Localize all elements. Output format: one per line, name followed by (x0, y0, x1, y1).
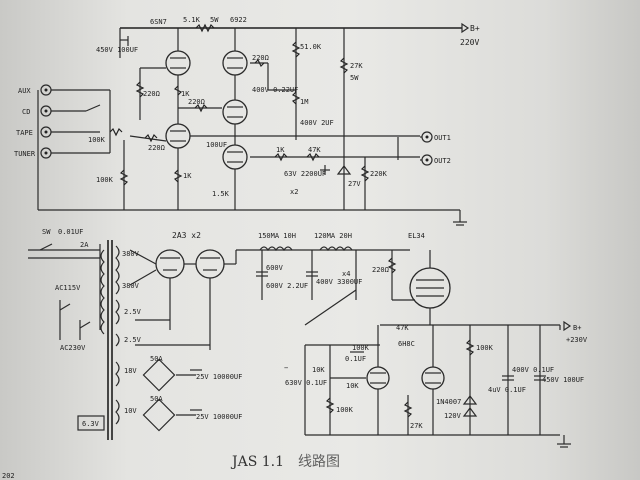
bias-label: − (284, 364, 288, 372)
cap-x2: x2 (290, 188, 298, 196)
resistor-47k: 47K (308, 146, 321, 154)
winding-6-3-box (77, 415, 105, 431)
hv-cap1-v: 600V (266, 264, 284, 272)
power-transformer (100, 240, 120, 440)
input-label-tape: TAPE (16, 129, 33, 137)
cap-c-label: 0.1UF (345, 355, 366, 363)
switch-cap-label: 0.01UF (58, 228, 83, 236)
rectifier-tube-2 (195, 249, 225, 279)
cap-in-label: 630V 0.1UF (285, 379, 327, 387)
resistor-1m: 1M (300, 98, 308, 106)
volume-pot-label: 100K (88, 136, 106, 144)
resistor-220d: 220Ω (148, 144, 165, 152)
cap-top-label: 450V 100UF (96, 46, 138, 54)
resistor-100k: 100K (96, 176, 114, 184)
winding-2-5b: 2.5V (124, 336, 142, 344)
cap450-label: 450V 100UF (542, 376, 584, 384)
driver-triode-1 (366, 366, 390, 390)
r10k-label-2: 10K (346, 382, 359, 390)
winding-2-5a: 2.5V (124, 308, 142, 316)
filter-cap-1: 25V 10000UF (196, 373, 242, 381)
r10k-label: 10K (312, 366, 325, 374)
mains-label-230: AC230V (60, 344, 86, 352)
resistor-220k: 220K (370, 170, 388, 178)
resistor-27k-top: 27K (350, 62, 363, 70)
diagram-title-suffix: 线路图 (298, 454, 340, 470)
preamp-rail-label: B+ (470, 24, 480, 33)
resistor-220a: 220Ω (143, 90, 160, 98)
resistor-1k-b: 1K (183, 172, 192, 180)
filter-resistor-label: 5.1K (183, 16, 201, 24)
input-label-cd: CD (22, 108, 30, 116)
preamp-section: B+ 220V 6SN7 5.1K 5W 6922 450V 100UF (14, 16, 480, 226)
hv-cap1-label: 600V 2.2UF (266, 282, 308, 290)
output-label-out1: OUT1 (434, 134, 451, 142)
fuse-label: 2A (80, 241, 89, 249)
choke1-label: 150MA 10H (258, 232, 296, 240)
corner-text: 202 (2, 472, 15, 480)
preamp-rail-voltage: 220V (460, 38, 479, 47)
diagram-title: JAS 1.1 (230, 454, 284, 470)
r100k-label-a: 100K (352, 344, 370, 352)
winding-380a: 380V (122, 250, 140, 258)
triode-v2b (222, 99, 248, 125)
input-jacks (40, 84, 111, 159)
bridge-1-label: 50A (150, 355, 163, 363)
hv-cap2-label: 400V 3300UF (316, 278, 362, 286)
r47k-label: 47K (396, 324, 409, 332)
resistor-51k: 51.0K (300, 43, 322, 51)
winding-18v: 18V (124, 367, 137, 375)
input-label-tuner: TUNER (14, 150, 36, 158)
choke2-label: 120MA 20H (314, 232, 352, 240)
resistor-1k-a: 1K (181, 90, 190, 98)
cap400-label: 400V 0.1UF (512, 366, 554, 374)
driver-triode-2 (421, 366, 445, 390)
rectifier-label: 2A3 x2 (172, 231, 201, 240)
output-tube-label: EL34 (408, 232, 425, 240)
filter-wattage-label: 5W (210, 16, 219, 24)
mid-cap-label: 4uV 0.1UF (488, 386, 526, 394)
power-amp-section: SW 0.01UF 2A AC115V AC230V 380V 380V 2.5… (28, 228, 588, 448)
r100k-label-3: 100K (336, 406, 354, 414)
winding-10v: 10V (124, 407, 137, 415)
filter-cap-2: 25V 10000UF (196, 413, 242, 421)
r27k-label: 27K (410, 422, 423, 430)
cap-400v-2uf: 400V 2UF (300, 119, 334, 127)
output-label-out2: OUT2 (434, 157, 451, 165)
diode-label: 1N4007 (436, 398, 461, 406)
resistor-1k-c: 1K (276, 146, 285, 154)
bridge-2-label: 50A (150, 395, 163, 403)
cap-coupling-100uf: 100UF (206, 141, 227, 149)
zener-label: 120V (444, 412, 462, 420)
resistor-220b: 220Ω (188, 98, 205, 106)
mains-label-115: AC115V (55, 284, 81, 292)
bridge-1 (142, 358, 176, 392)
input-label-aux: AUX (18, 87, 31, 95)
triode-v1b (165, 123, 191, 149)
hv-x4-label: x4 (342, 270, 350, 278)
triode-v2a (222, 50, 248, 76)
cap-63v: 63V 2200UF (284, 170, 326, 178)
r220-label: 220Ω (372, 266, 389, 274)
bridge-2 (142, 398, 176, 432)
zener-27v: 27V (348, 180, 361, 188)
rectifier-tube-1 (155, 249, 185, 279)
winding-6-3v: 6.3V (82, 420, 100, 428)
tube-label-6922: 6922 (230, 16, 247, 24)
resistor-5w: 5W (350, 74, 359, 82)
r100k-label-2: 100K (476, 344, 494, 352)
output-jacks (397, 131, 433, 166)
tube-label-6sn7: 6SN7 (150, 18, 167, 26)
resistor-220c: 220Ω (252, 54, 269, 62)
amp-rail-voltage: +230V (566, 336, 588, 344)
triode-v1a (165, 50, 191, 76)
winding-380b: 380V (122, 282, 140, 290)
amp-rail-label: B+ (573, 324, 581, 332)
switch-label: SW (42, 228, 51, 236)
resistor-1-5k: 1.5K (212, 190, 230, 198)
driver-label: 6H8C (398, 340, 415, 348)
